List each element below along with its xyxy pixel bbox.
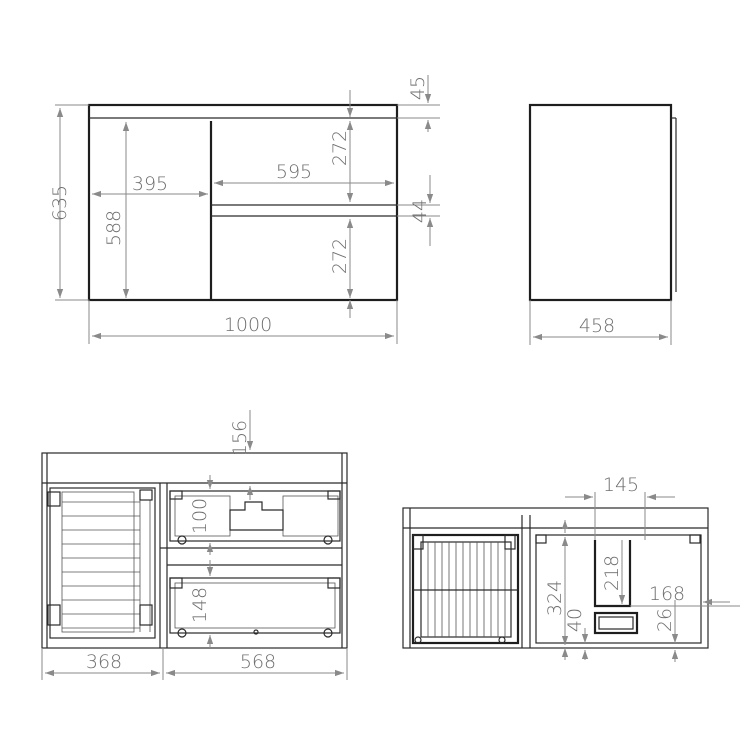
label-plan-top-offset: 156	[229, 420, 251, 456]
label-door-height: 588	[103, 210, 125, 246]
section-view: 145 324 218 168 40 26	[402, 474, 740, 662]
section-basket	[411, 533, 520, 645]
label-drawer-bottom-height: 272	[329, 238, 351, 274]
label-door-width: 395	[132, 173, 168, 195]
label-siphon-offset: 168	[649, 583, 685, 605]
label-plan-upper-inner: 100	[189, 498, 211, 534]
section-drawer	[535, 534, 702, 644]
label-side-floor-height: 26	[654, 608, 676, 632]
lower-drawer	[169, 577, 341, 638]
label-top-thickness: 45	[407, 76, 429, 100]
label-total-height: 635	[49, 185, 71, 221]
front-body-outline	[87, 103, 399, 302]
side-body-outline	[528, 103, 673, 302]
label-side-inner-height: 324	[544, 580, 566, 616]
interior-outline	[41, 452, 348, 649]
side-view: 458	[528, 103, 677, 345]
label-depth: 458	[579, 315, 615, 337]
label-plan-right-width: 568	[240, 651, 276, 673]
label-drawer-width: 595	[276, 161, 312, 183]
section-outline	[402, 507, 709, 649]
label-total-width: 1000	[224, 314, 272, 336]
label-siphon-height: 218	[601, 555, 623, 591]
label-plan-left-width: 368	[86, 651, 122, 673]
label-drawer-gap: 44	[409, 199, 431, 223]
label-drawer-top-height: 272	[329, 130, 351, 166]
upper-drawer	[169, 490, 341, 545]
label-siphon-width: 145	[603, 474, 639, 496]
label-side-base-height: 40	[564, 608, 586, 632]
interior-view: 156 100 148 368 568	[41, 410, 348, 680]
front-view: 635 588 395 595 272 272 45 44 1000	[49, 75, 440, 344]
label-plan-lower-inner: 148	[189, 587, 211, 623]
pull-out-basket	[47, 487, 156, 639]
